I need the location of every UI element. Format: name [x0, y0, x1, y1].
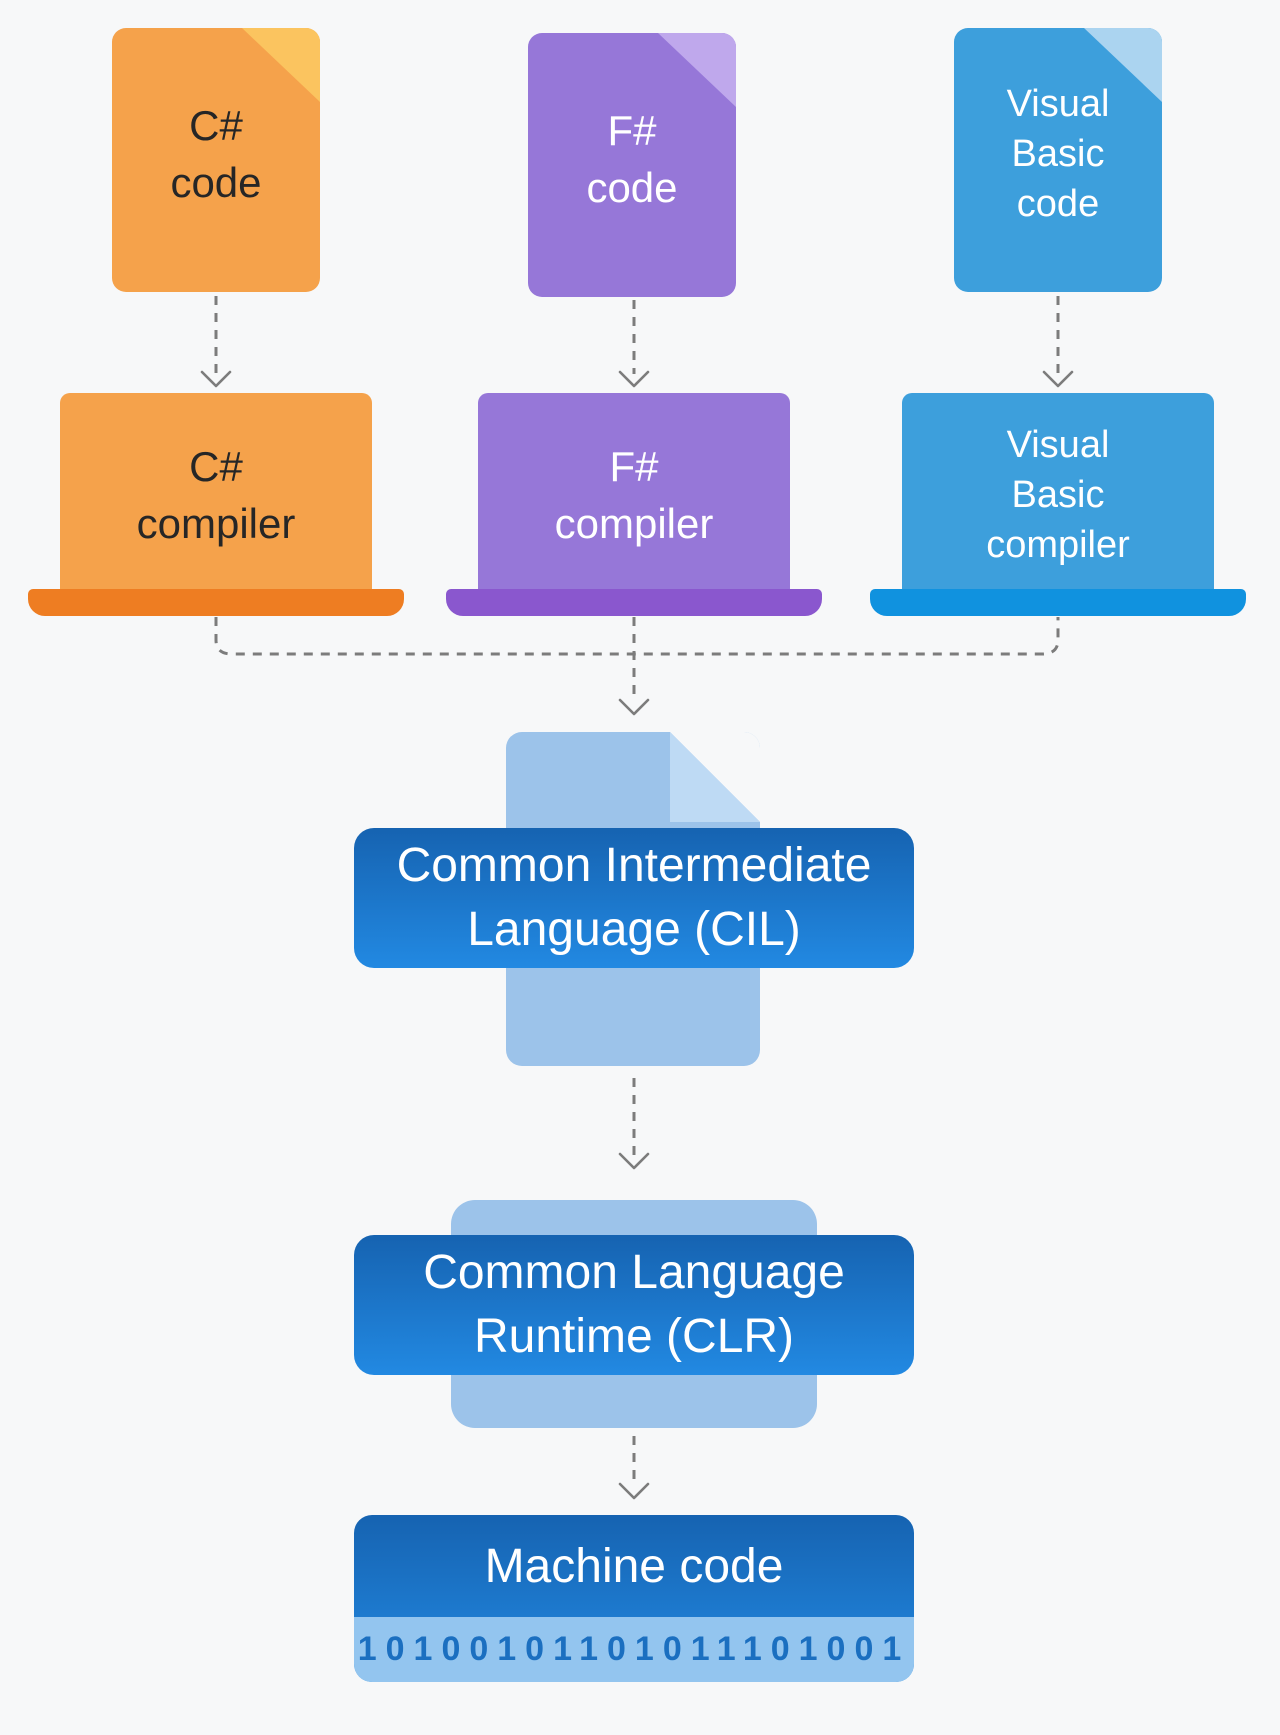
label-line: C# [189, 102, 243, 149]
visual-basic-compiler-laptop: Visual Basic compiler [902, 393, 1214, 597]
label-line: F# [609, 443, 659, 490]
label-line: C# [189, 443, 243, 490]
csharp-compiler-laptop: C# compiler [60, 393, 372, 597]
visual-basic-code-document: Visual Basic code [954, 28, 1162, 292]
visual-basic-compiler-label: Visual Basic compiler [986, 420, 1130, 570]
cil-label-line: Language (CIL) [467, 903, 801, 956]
fsharp-code-label: F# code [586, 102, 677, 216]
label-line: code [1016, 183, 1100, 225]
label-line: code [170, 159, 262, 206]
arrowhead-icon [618, 1152, 650, 1170]
csharp-code-document: C# code [112, 28, 320, 292]
cil-banner: Common Intermediate Language (CIL) [354, 828, 914, 968]
label-line: compiler [136, 500, 296, 547]
arrowhead-icon [618, 698, 650, 716]
label-line: F# [607, 107, 657, 154]
arrowhead-icon [1042, 370, 1074, 388]
arrowhead-icon [618, 370, 650, 388]
clr-banner: Common Language Runtime (CLR) [354, 1235, 914, 1375]
machine-code-title: Machine code [484, 1539, 784, 1593]
csharp-code-label: C# code [170, 97, 261, 211]
visual-basic-code-label: Visual Basic code [1007, 79, 1110, 229]
label-line: code [586, 164, 678, 211]
laptop-base-icon [446, 589, 822, 616]
label-line: Basic [1011, 133, 1105, 175]
laptop-base-icon [28, 589, 404, 616]
arrowhead-icon [618, 1482, 650, 1500]
arrowhead-icon [200, 370, 232, 388]
binary-digits: 10100101101011101001 [357, 1630, 911, 1668]
clr-label-line: Runtime (CLR) [473, 1310, 795, 1363]
label-line: Visual [1006, 83, 1110, 125]
clr-label-line: Common Language [423, 1246, 845, 1299]
binary-strip: 10100101101011101001 [354, 1617, 914, 1682]
label-line: compiler [554, 500, 714, 547]
label-line: Visual [1006, 424, 1110, 466]
fsharp-compiler-label: F# compiler [555, 438, 714, 552]
csharp-compiler-label: C# compiler [137, 438, 296, 552]
label-line: compiler [986, 524, 1130, 566]
fsharp-code-document: F# code [528, 33, 736, 297]
machine-code-box: Machine code 10100101101011101001 [354, 1515, 914, 1682]
folded-corner-icon [658, 33, 736, 107]
folded-corner-icon [242, 28, 320, 102]
fsharp-compiler-laptop: F# compiler [478, 393, 790, 597]
laptop-base-icon [870, 589, 1246, 616]
merge-rail [214, 617, 1060, 656]
label-line: Basic [1011, 474, 1105, 516]
cil-label-line: Common Intermediate [396, 839, 872, 892]
